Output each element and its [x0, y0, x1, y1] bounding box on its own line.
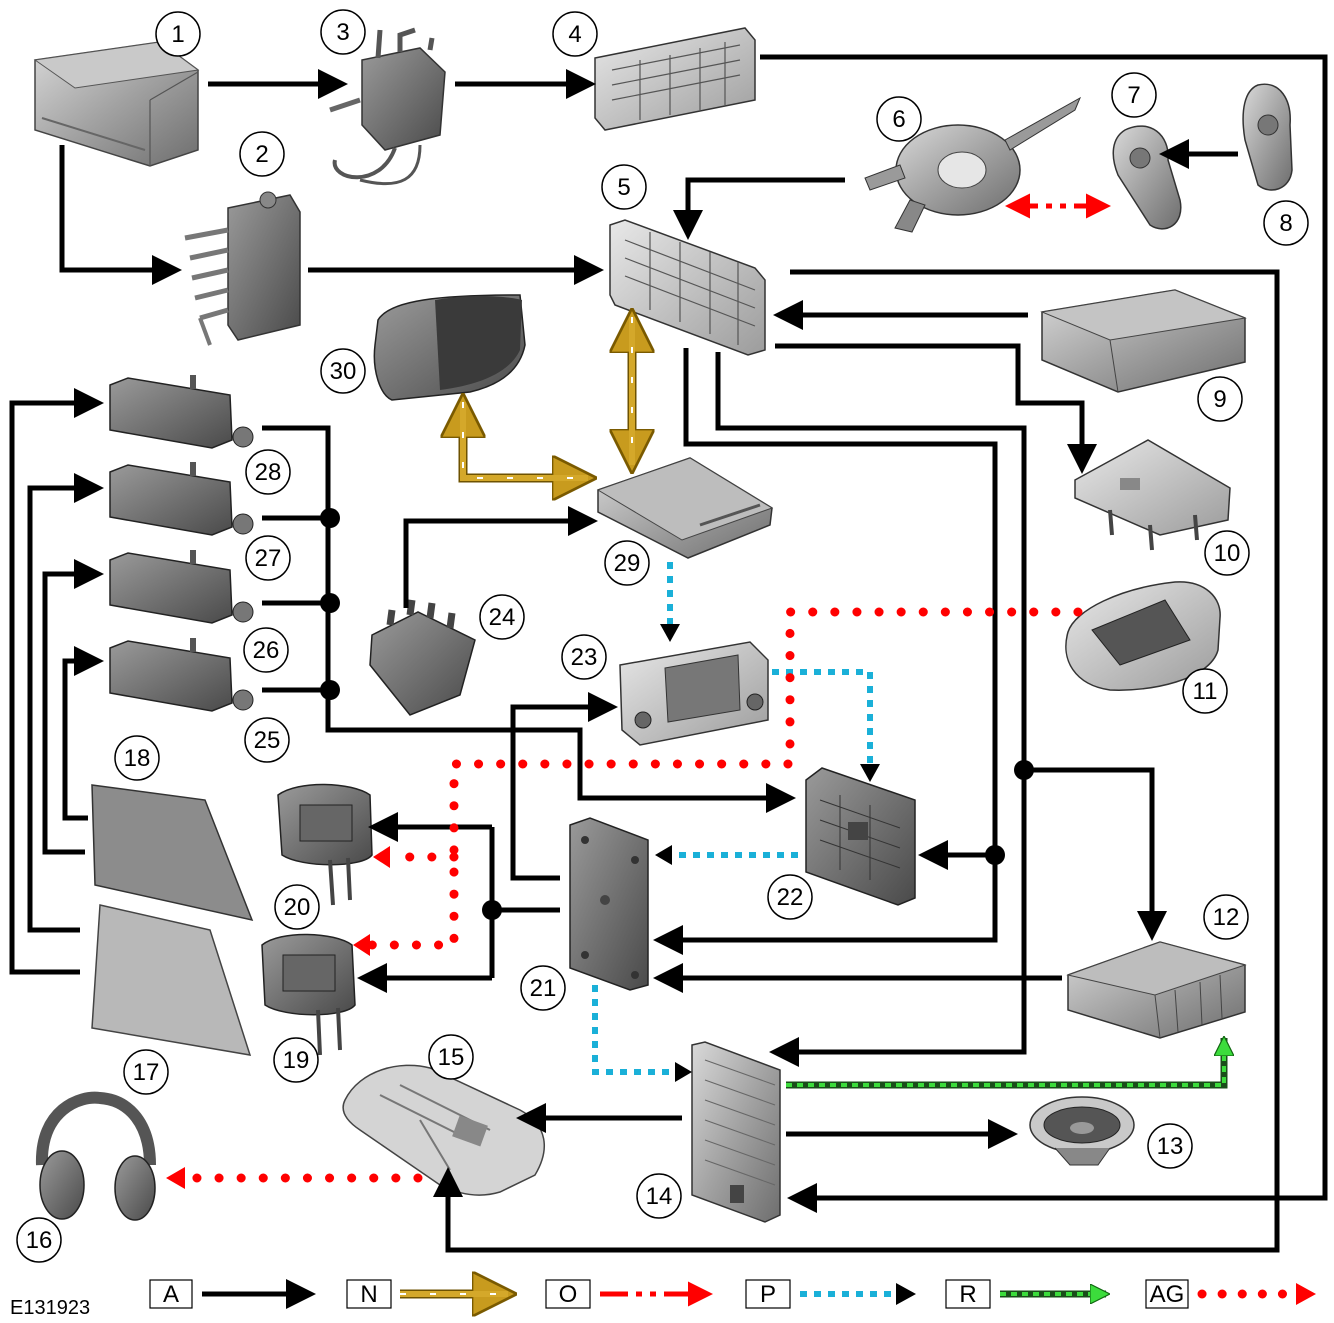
- fuse-box-icon: [595, 28, 755, 130]
- callout-8: 8: [1264, 201, 1308, 245]
- legend-label: N: [360, 1281, 377, 1308]
- figure-id: E131923: [10, 1297, 90, 1320]
- callout-17: 17: [124, 1050, 168, 1094]
- callout-number: 25: [254, 727, 281, 754]
- legend-item-ag: AG: [1146, 1280, 1316, 1308]
- antenna-module-icon: [110, 462, 253, 535]
- callout-number: 30: [330, 358, 357, 385]
- antenna-module-icon: [110, 375, 253, 448]
- callout-22: 22: [768, 875, 812, 919]
- callout-4: 4: [553, 12, 597, 56]
- callout-number: 13: [1157, 1133, 1184, 1160]
- callout-number: 16: [26, 1227, 53, 1254]
- callout-number: 11: [1193, 678, 1218, 705]
- speaker-icon: [1030, 1097, 1134, 1165]
- callout-number: 19: [283, 1047, 310, 1074]
- callout-13: 13: [1148, 1124, 1192, 1168]
- legend-item-a: A: [150, 1280, 310, 1308]
- callout-2: 2: [240, 132, 284, 176]
- callout-21: 21: [521, 966, 565, 1010]
- callout-29: 29: [605, 541, 649, 585]
- callout-15: 15: [429, 1035, 473, 1079]
- callout-9: 9: [1198, 377, 1242, 421]
- callout-number: 5: [617, 174, 630, 201]
- glass-panel-icon: [92, 905, 250, 1055]
- callout-10: 10: [1205, 531, 1249, 575]
- legend-label: R: [959, 1281, 976, 1308]
- callout-number: 27: [255, 545, 282, 572]
- steering-switch-icon: [1113, 126, 1181, 229]
- callout-number: 22: [777, 884, 804, 911]
- callout-number: 17: [133, 1059, 160, 1086]
- callout-number: 18: [124, 745, 151, 772]
- callout-number: 24: [489, 604, 516, 631]
- legend-item-o: O: [546, 1280, 708, 1308]
- callout-16: 16: [17, 1218, 61, 1262]
- callout-number: 28: [255, 459, 282, 486]
- callout-12: 12: [1204, 895, 1248, 939]
- callout-19: 19: [274, 1038, 318, 1082]
- dvd-player-icon: [1042, 290, 1245, 392]
- glass-panel-icon: [92, 785, 252, 920]
- battery-icon: [35, 42, 198, 166]
- callout-28: 28: [246, 450, 290, 494]
- callout-number: 20: [284, 894, 311, 921]
- legend: A N O P R: [150, 1280, 1316, 1308]
- callout-number: 4: [568, 21, 581, 48]
- display-unit-icon: [620, 642, 768, 745]
- legend-label: O: [559, 1281, 578, 1308]
- callout-25: 25: [245, 718, 289, 762]
- connector-block-icon: [370, 600, 475, 715]
- steering-switch-icon: [1243, 84, 1292, 190]
- callout-number: 6: [892, 106, 905, 133]
- callout-number: 14: [646, 1183, 673, 1210]
- control-module-icon: [570, 818, 648, 990]
- legend-item-r: R: [946, 1280, 1106, 1308]
- callout-number: 7: [1127, 82, 1140, 109]
- callout-7: 7: [1112, 73, 1156, 117]
- circuit-module-icon: [806, 768, 915, 905]
- callout-number: 15: [438, 1044, 465, 1071]
- callout-26: 26: [244, 628, 288, 672]
- callout-27: 27: [246, 536, 290, 580]
- callout-number: 23: [571, 644, 598, 671]
- legend-item-p: P: [746, 1280, 916, 1308]
- callout-5: 5: [602, 165, 646, 209]
- instrument-cluster-icon: [374, 295, 525, 400]
- callout-3: 3: [321, 10, 365, 54]
- callout-1: 1: [156, 12, 200, 56]
- headphones-icon: [40, 1098, 155, 1220]
- callout-number: 21: [530, 975, 557, 1002]
- callout-number: 26: [253, 637, 280, 664]
- callout-24: 24: [480, 595, 524, 639]
- amplifier-icon: [692, 1042, 780, 1222]
- tray-module-icon: [1075, 440, 1230, 550]
- callout-23: 23: [562, 635, 606, 679]
- antenna-module-icon: [110, 638, 253, 711]
- callout-number: 1: [171, 21, 184, 48]
- callout-20: 20: [275, 885, 319, 929]
- callout-30: 30: [321, 349, 365, 393]
- antenna-module-icon: [110, 550, 253, 623]
- legend-label: A: [163, 1281, 179, 1308]
- callout-number: 29: [614, 550, 641, 577]
- callout-number: 10: [1214, 540, 1241, 567]
- cd-changer-icon: [1068, 942, 1245, 1038]
- callout-11: 11: [1183, 669, 1227, 713]
- headrest-screen-icon: [262, 934, 355, 1055]
- callout-number: 3: [336, 19, 349, 46]
- callout-6: 6: [877, 97, 921, 141]
- callout-18: 18: [115, 736, 159, 780]
- callout-number: 9: [1213, 386, 1226, 413]
- callout-number: 2: [255, 141, 268, 168]
- callout-14: 14: [637, 1174, 681, 1218]
- module-connector-icon: [185, 192, 300, 345]
- legend-item-n: N: [347, 1280, 508, 1308]
- callout-number: 8: [1279, 210, 1292, 237]
- legend-label: AG: [1150, 1281, 1185, 1308]
- legend-label: P: [760, 1281, 776, 1308]
- callout-number: 12: [1213, 904, 1240, 931]
